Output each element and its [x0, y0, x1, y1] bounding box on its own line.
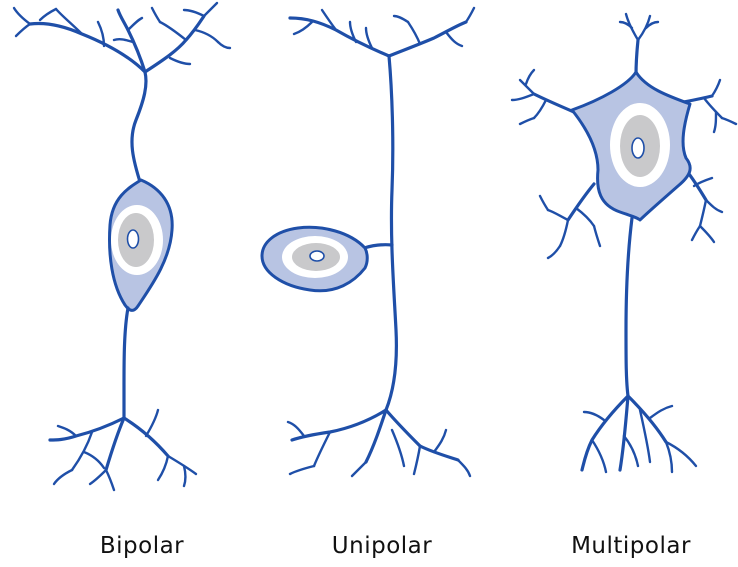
- label-unipolar: Unipolar: [332, 533, 432, 559]
- multipolar-neuron: [512, 14, 736, 472]
- unipolar-axon: [386, 56, 396, 410]
- unipolar-dendrites: [290, 8, 474, 56]
- unipolar-neuron: [262, 8, 474, 476]
- unipolar-process: [364, 245, 392, 248]
- unipolar-terminals: [288, 410, 470, 476]
- bipolar-neuron: [14, 3, 230, 490]
- label-multipolar: Multipolar: [571, 533, 691, 559]
- multipolar-axon: [582, 218, 696, 472]
- bipolar-dendrites: [14, 3, 230, 185]
- bipolar-axon: [50, 308, 196, 490]
- label-bipolar: Bipolar: [100, 533, 184, 559]
